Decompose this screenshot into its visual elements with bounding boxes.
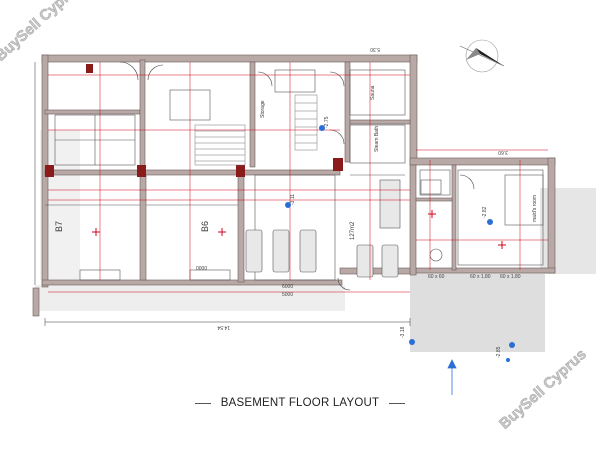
terrace-strip [35,285,345,311]
dimension-lower-2: 6000 [282,284,293,290]
terrace-area [410,272,545,352]
doors [119,61,475,291]
level-label: -3.11 [290,194,296,205]
title-rule-left [194,402,211,404]
page-title: BASEMENT FLOOR LAYOUT [220,397,380,409]
room-label-b6: B6 [200,221,210,232]
level-marker-icon [409,339,415,345]
staircase [194,94,318,166]
title-rule-right [389,402,406,404]
title-block: BASEMENT FLOOR LAYOUT [160,394,440,412]
overall-dimension [34,62,411,326]
level-markers [285,125,515,362]
level-marker-icon [319,125,325,131]
room-label-storage: Storage [260,100,266,118]
room-label-maids-room: maid's room [532,195,538,222]
room-label-gym: 127m2 [350,221,356,240]
dimension-maid-3: 60 x 1.80 [500,274,521,280]
room-label-b7: B7 [54,221,64,232]
entry-arrow-icon [447,359,457,395]
level-marker-icon [487,219,493,225]
columns [45,64,343,177]
interior-lines [45,69,544,281]
level-marker-icon [506,358,510,362]
room-label-steam-bath: Steam Bath [374,126,380,152]
gym-equipment [245,179,401,278]
north-arrow-icon [459,39,505,73]
dimension-overall: 14.54 [217,324,230,330]
dimension-lines [48,62,548,293]
walls [32,54,556,317]
dimension-right-top: 3.60 [498,149,508,155]
room-label-sauna: Sauna [370,85,376,100]
dimension-lower-3: 0000 [196,266,207,272]
level-label: -2.75 [324,116,330,128]
dimension-lower-1: 5000 [282,292,293,298]
dimension-maid-2: 60 x 1.80 [470,274,491,280]
level-label: -2.82 [482,206,488,218]
level-marker-icon [509,342,515,348]
dimension-top: 5.30 [370,46,380,52]
level-marker-icon [285,202,291,208]
level-label: -3.18 [400,326,406,338]
level-label: -2.85 [496,346,502,358]
room-center-marks [92,210,506,249]
dimension-maid-1: 60 x 60 [428,274,445,280]
